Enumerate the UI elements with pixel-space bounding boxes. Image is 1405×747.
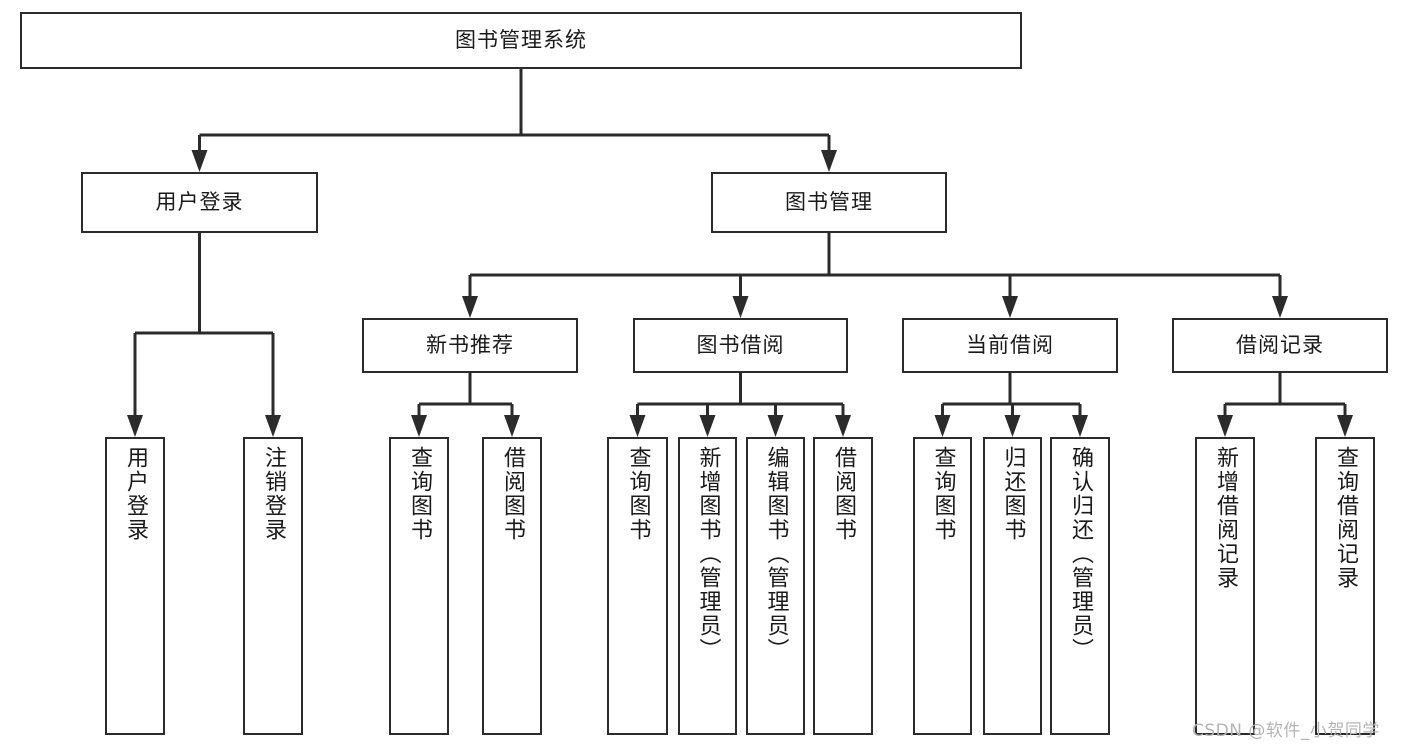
conn-borrow-to-leaves-arrow-3 [835, 415, 851, 437]
conn-newbook-to-leaves-arrow-1 [504, 415, 520, 437]
conn-bookmgmt-to-level2-arrow-3 [1272, 296, 1288, 318]
conn-current-to-leaves-arrow-1 [1004, 415, 1021, 437]
node-leaf-new-borrow[interactable]: 借阅图书 [482, 437, 542, 735]
conn-root-to-level1-arrow-0 [191, 150, 208, 172]
node-leaf-borrow-query[interactable]: 查询图书 [607, 437, 668, 735]
conn-borrow-to-leaves-arrow-0 [629, 415, 646, 437]
conn-current-to-leaves-arrow-2 [1072, 415, 1088, 437]
node-leaf-record-add[interactable]: 新增借阅记录 [1195, 437, 1255, 735]
conn-borrow-to-leaves-arrow-2 [767, 415, 784, 437]
node-label-leaf-record-add: 新增借阅记录 [1213, 446, 1238, 590]
node-label-record: 借阅记录 [1236, 333, 1324, 358]
node-leaf-new-query[interactable]: 查询图书 [389, 437, 449, 735]
node-leaf-record-query[interactable]: 查询借阅记录 [1315, 437, 1375, 735]
node-leaf-borrow-edit[interactable]: 编辑图书（管理员） [746, 437, 805, 735]
node-label-login: 用户登录 [155, 190, 244, 215]
node-label-leaf-borrow-loan: 借阅图书 [831, 446, 856, 542]
conn-record-to-leaves-arrow-1 [1337, 415, 1353, 437]
node-label-borrow: 图书借阅 [696, 333, 785, 358]
conn-current-to-leaves-arrow-0 [934, 415, 951, 437]
node-bookmgmt[interactable]: 图书管理 [711, 172, 947, 233]
connector-group [127, 69, 1353, 437]
node-leaf-user-logout[interactable]: 注销登录 [243, 437, 303, 735]
node-current[interactable]: 当前借阅 [902, 318, 1118, 373]
node-leaf-current-confirm[interactable]: 确认归还（管理员） [1050, 437, 1110, 735]
node-label-current: 当前借阅 [966, 333, 1054, 358]
node-label-leaf-current-query: 查询图书 [930, 446, 956, 542]
node-label-leaf-new-query: 查询图书 [407, 446, 432, 542]
conn-login-to-leaves-arrow-0 [127, 415, 143, 437]
node-leaf-borrow-loan[interactable]: 借阅图书 [813, 437, 873, 735]
node-label-leaf-new-borrow: 借阅图书 [500, 446, 525, 542]
node-leaf-current-query[interactable]: 查询图书 [913, 437, 972, 735]
node-borrow[interactable]: 图书借阅 [633, 318, 848, 373]
node-leaf-current-return[interactable]: 归还图书 [983, 437, 1042, 735]
node-label-bookmgmt: 图书管理 [785, 190, 873, 215]
node-login[interactable]: 用户登录 [81, 172, 318, 233]
node-label-leaf-user-login: 用户登录 [123, 446, 148, 542]
node-label-leaf-current-return: 归还图书 [1000, 446, 1026, 542]
node-label-root: 图书管理系统 [455, 28, 587, 53]
conn-root-to-level1-arrow-1 [821, 150, 837, 172]
conn-bookmgmt-to-level2-arrow-1 [732, 296, 749, 318]
node-label-leaf-current-confirm: 确认归还（管理员） [1068, 446, 1093, 662]
node-root[interactable]: 图书管理系统 [20, 12, 1022, 69]
node-record[interactable]: 借阅记录 [1172, 318, 1388, 373]
node-newbook[interactable]: 新书推荐 [362, 318, 578, 373]
node-label-leaf-user-logout: 注销登录 [261, 446, 286, 542]
node-label-leaf-borrow-edit: 编辑图书（管理员） [763, 446, 789, 662]
conn-borrow-to-leaves-arrow-1 [699, 415, 716, 437]
conn-bookmgmt-to-level2-arrow-0 [462, 296, 478, 318]
node-label-leaf-borrow-add: 新增图书（管理员） [695, 446, 721, 662]
conn-record-to-leaves-arrow-0 [1217, 415, 1233, 437]
conn-newbook-to-leaves-arrow-0 [411, 415, 427, 437]
node-label-leaf-borrow-query: 查询图书 [625, 446, 651, 542]
conn-bookmgmt-to-level2-arrow-2 [1002, 296, 1018, 318]
watermark-text: CSDN @软件_小贺同学 [1192, 721, 1380, 741]
node-leaf-borrow-add[interactable]: 新增图书（管理员） [678, 437, 737, 735]
conn-login-to-leaves-arrow-1 [265, 415, 281, 437]
node-leaf-user-login[interactable]: 用户登录 [105, 437, 165, 735]
node-label-leaf-record-query: 查询借阅记录 [1333, 446, 1358, 590]
node-label-newbook: 新书推荐 [426, 333, 514, 358]
